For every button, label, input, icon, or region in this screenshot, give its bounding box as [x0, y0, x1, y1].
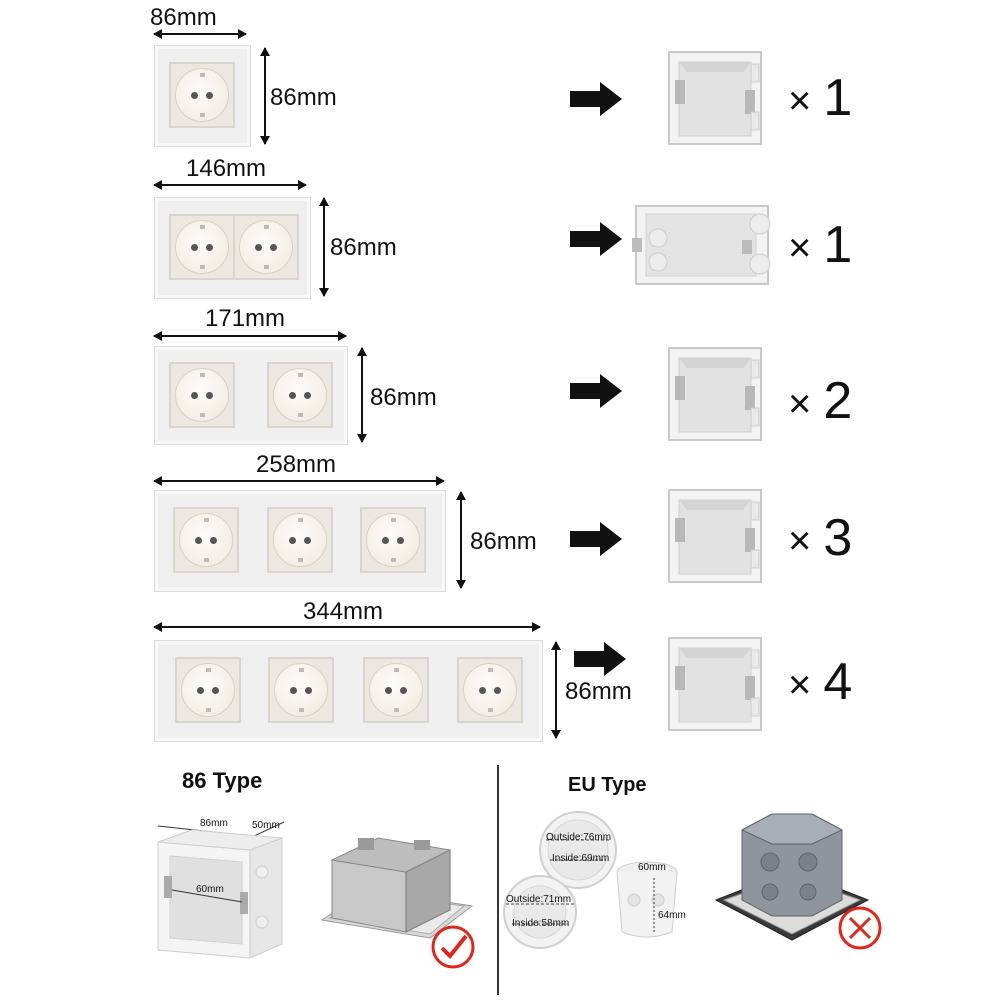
row-2-multiplier: ×1 [788, 219, 852, 271]
row-5-socket-plate [154, 640, 543, 742]
row-1-socket-plate [154, 45, 251, 147]
row-1-height-label: 86mm [270, 84, 337, 111]
socket-frame [267, 507, 333, 573]
double-junction-box-icon [632, 205, 771, 285]
ring1-inside-label: Inside:69mm [552, 853, 610, 864]
cup-depth-label: 64mm [658, 910, 686, 921]
row-4-width-arrow [153, 476, 445, 486]
row-1-width-label: 86mm [150, 4, 217, 31]
type-86-installed-box-photo [320, 837, 474, 939]
eu-round-box-small-photo [503, 875, 577, 949]
socket-frame [360, 507, 426, 573]
row-5-height-label: 86mm [565, 678, 632, 705]
socket-frame [169, 62, 235, 128]
row-3-multiplier: ×2 [788, 375, 852, 427]
row-4-quantity: 3 [823, 509, 853, 567]
row-2-quantity: 1 [823, 216, 853, 274]
row-4-socket-plate [154, 490, 446, 592]
socket-frame [268, 657, 334, 723]
socket-frame [363, 657, 429, 723]
schuko-socket-icon [179, 513, 233, 567]
schuko-socket-icon [175, 368, 229, 422]
times-symbol: × [788, 226, 812, 271]
section-divider [497, 765, 499, 995]
times-symbol: × [788, 382, 812, 427]
ring1-outside-label: Outside:76mm [546, 832, 612, 843]
right-arrow-icon [570, 522, 622, 556]
row-5-quantity: 4 [823, 653, 853, 711]
times-symbol: × [788, 519, 812, 564]
row-4-multiplier: ×3 [788, 512, 852, 564]
type-86-title: 86 Type [182, 768, 263, 793]
row-1-quantity: 1 [823, 69, 853, 127]
ring2-outside-label: Outside:71mm [506, 894, 572, 905]
row-3-width-arrow [153, 331, 347, 341]
socket-frame [169, 214, 235, 280]
row-4-height-arrow [456, 491, 466, 589]
type-86-depth-label: 50mm [252, 820, 280, 831]
row-2-height-arrow [319, 197, 329, 297]
row-3-width-label: 171mm [205, 305, 286, 332]
row-3-socket-plate [154, 346, 348, 445]
schuko-socket-icon [239, 220, 293, 274]
socket-frame [267, 362, 333, 428]
row-1-height-arrow [260, 47, 270, 145]
type-86-inner-label: 60mm [196, 884, 224, 895]
row-2-height-label: 86mm [330, 234, 397, 261]
right-arrow-icon [570, 82, 622, 116]
row-2-width-label: 146mm [186, 155, 267, 182]
times-symbol: × [788, 663, 812, 708]
square-junction-box-icon [668, 51, 762, 145]
schuko-socket-icon [175, 220, 229, 274]
eu-round-box-large-photo [539, 811, 617, 889]
schuko-socket-icon [274, 663, 328, 717]
socket-frame [173, 507, 239, 573]
schuko-socket-icon [175, 68, 229, 122]
socket-frame [175, 657, 241, 723]
row-3-height-arrow [357, 347, 367, 443]
schuko-socket-icon [369, 663, 423, 717]
ring2-inside-label: Inside:58mm [512, 918, 570, 929]
row-2-width-arrow [153, 180, 307, 190]
row-3-height-label: 86mm [370, 384, 437, 411]
cup-diameter-label: 60mm [638, 862, 666, 873]
eu-cup-box-photo [616, 861, 678, 938]
socket-frame [169, 362, 235, 428]
type-eu-title: EU Type [568, 774, 647, 796]
square-junction-box-icon [668, 489, 762, 583]
row-1-width-arrow [153, 29, 247, 39]
socket-frame [457, 657, 523, 723]
right-arrow-icon [574, 642, 626, 676]
row-5-multiplier: ×4 [788, 656, 852, 708]
right-arrow-icon [570, 222, 622, 256]
row-3-quantity: 2 [823, 372, 853, 430]
times-symbol: × [788, 79, 812, 124]
eu-installed-box-photo [714, 813, 870, 941]
row-1-multiplier: ×1 [788, 72, 852, 124]
row-4-width-label: 258mm [256, 451, 337, 478]
row-4-height-label: 86mm [470, 528, 537, 555]
schuko-socket-icon [366, 513, 420, 567]
schuko-socket-icon [463, 663, 517, 717]
schuko-socket-icon [181, 663, 235, 717]
check-icon [431, 925, 475, 969]
square-junction-box-icon [668, 347, 762, 441]
type-86-box-diagram [157, 821, 285, 959]
schuko-socket-icon [273, 513, 327, 567]
row-5-height-arrow [551, 641, 561, 739]
row-2-socket-plate [154, 197, 311, 299]
right-arrow-icon [570, 374, 622, 408]
row-5-width-label: 344mm [303, 598, 384, 625]
socket-frame [233, 214, 299, 280]
cross-icon [838, 906, 882, 950]
square-junction-box-icon [668, 637, 762, 731]
row-5-width-arrow [153, 622, 541, 632]
schuko-socket-icon [273, 368, 327, 422]
type-86-length-label: 86mm [200, 818, 228, 829]
